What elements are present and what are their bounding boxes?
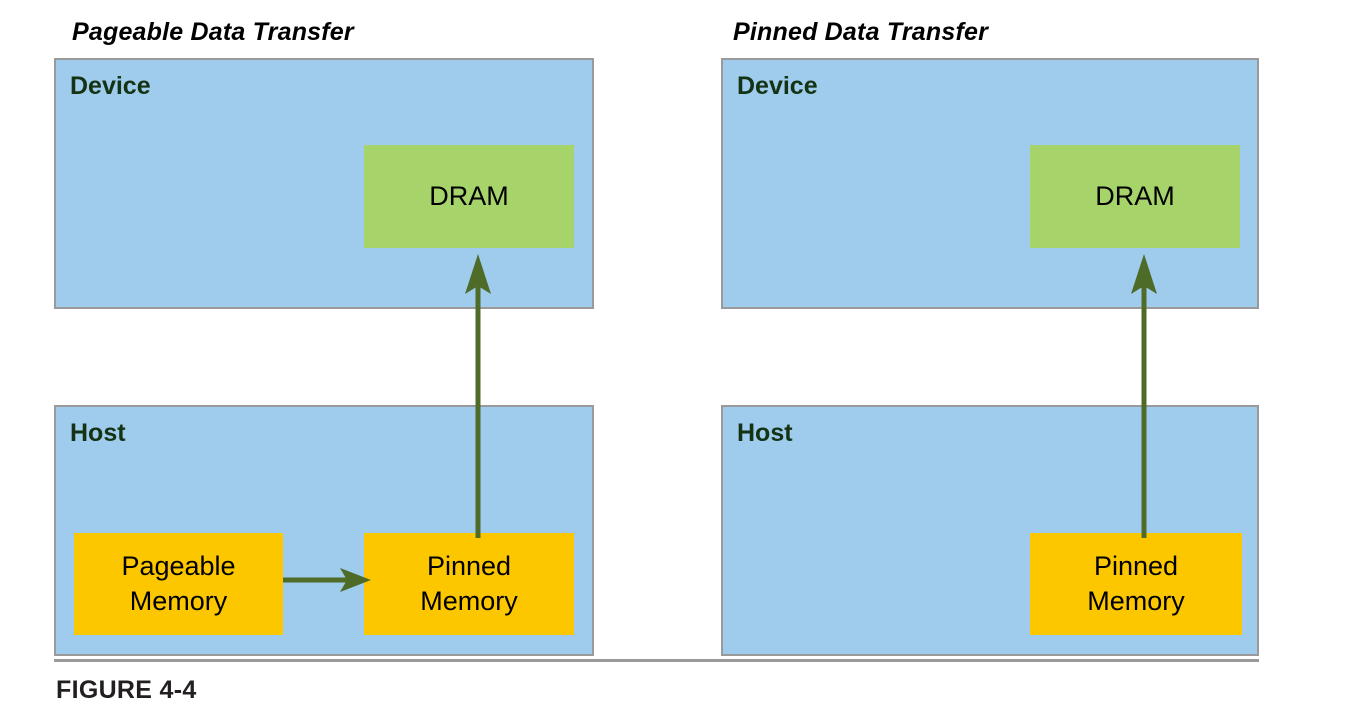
diagram-title-pinned: Pinned Data Transfer — [733, 18, 989, 46]
panel-label-host-right: Host — [737, 419, 793, 447]
block-label-pageable-memory-line2: Memory — [129, 586, 228, 616]
arrow-pageable-to-pinned — [283, 568, 371, 592]
block-dram-right: DRAM — [1030, 145, 1250, 258]
block-label-pinned-memory-right-line1: Pinned — [1093, 551, 1179, 582]
arrow-pinned-to-dram-left — [465, 254, 491, 538]
panel-label-device-left: Device — [70, 72, 151, 100]
block-dram-left: DRAM — [364, 145, 584, 258]
figure-caption: FIGURE 4-4 — [56, 676, 197, 704]
diagram-title-pageable: Pageable Data Transfer — [72, 18, 354, 46]
panel-label-device-right: Device — [737, 72, 818, 100]
block-label-pinned-memory-left-line1: Pinned — [426, 551, 512, 582]
block-label-pinned-memory-left-line2: Memory — [420, 586, 518, 616]
block-label-dram-right: DRAM — [1095, 181, 1175, 212]
figure-divider-rule — [54, 659, 1259, 662]
block-label-pageable-memory-line1: Pageable — [121, 551, 236, 582]
block-label-dram-left: DRAM — [429, 181, 509, 212]
panel-label-host-left: Host — [70, 419, 126, 447]
arrow-pinned-to-dram-right — [1131, 254, 1157, 538]
block-label-pinned-memory-right-line2: Memory — [1087, 586, 1185, 616]
